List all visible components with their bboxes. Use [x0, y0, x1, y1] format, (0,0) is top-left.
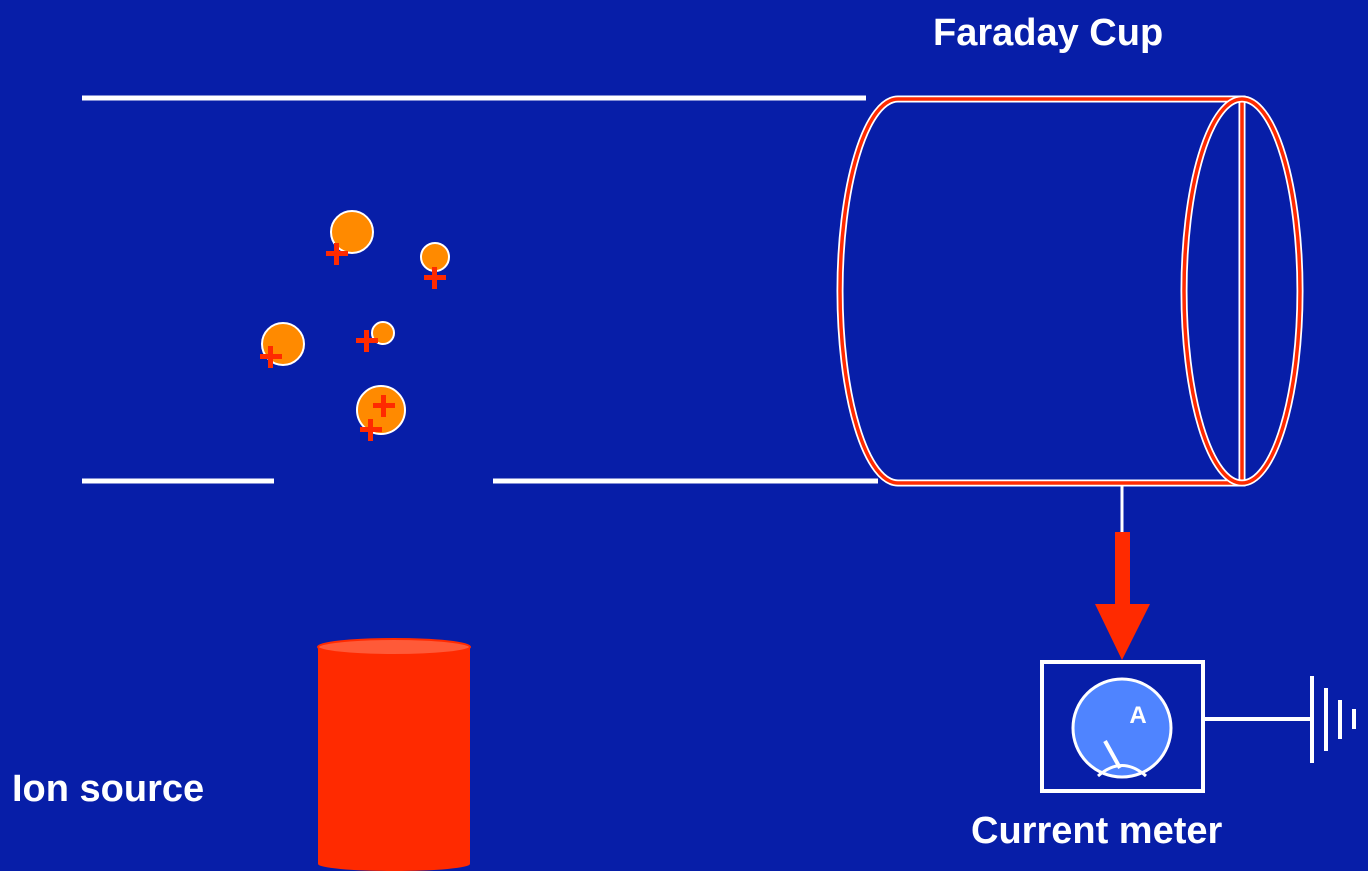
- meter-dial: [1071, 677, 1173, 779]
- current-meter-label: Current meter: [971, 810, 1223, 852]
- plus-sign: [373, 395, 395, 417]
- ion-source-label: Ion source: [12, 768, 205, 810]
- ion-source: [317, 638, 471, 871]
- plus-sign: [360, 419, 382, 441]
- current-meter: A: [1040, 660, 1205, 793]
- meter-needle: [1103, 740, 1122, 769]
- faraday-cup: [836, 95, 1304, 487]
- ion-charge-signs: [260, 243, 446, 441]
- plus-sign: [356, 330, 378, 352]
- ion-particles: [261, 210, 450, 435]
- faraday-cup-label: Faraday Cup: [933, 12, 1164, 54]
- ion: [330, 210, 374, 254]
- plus-sign: [424, 267, 446, 289]
- plus-sign: [260, 346, 282, 368]
- ground-symbol: [1205, 676, 1356, 763]
- current-arrow: [1095, 532, 1150, 660]
- ammeter-symbol: A: [1129, 702, 1146, 729]
- plus-sign: [326, 243, 348, 265]
- meter-scale: [1097, 764, 1147, 778]
- ion: [420, 242, 450, 272]
